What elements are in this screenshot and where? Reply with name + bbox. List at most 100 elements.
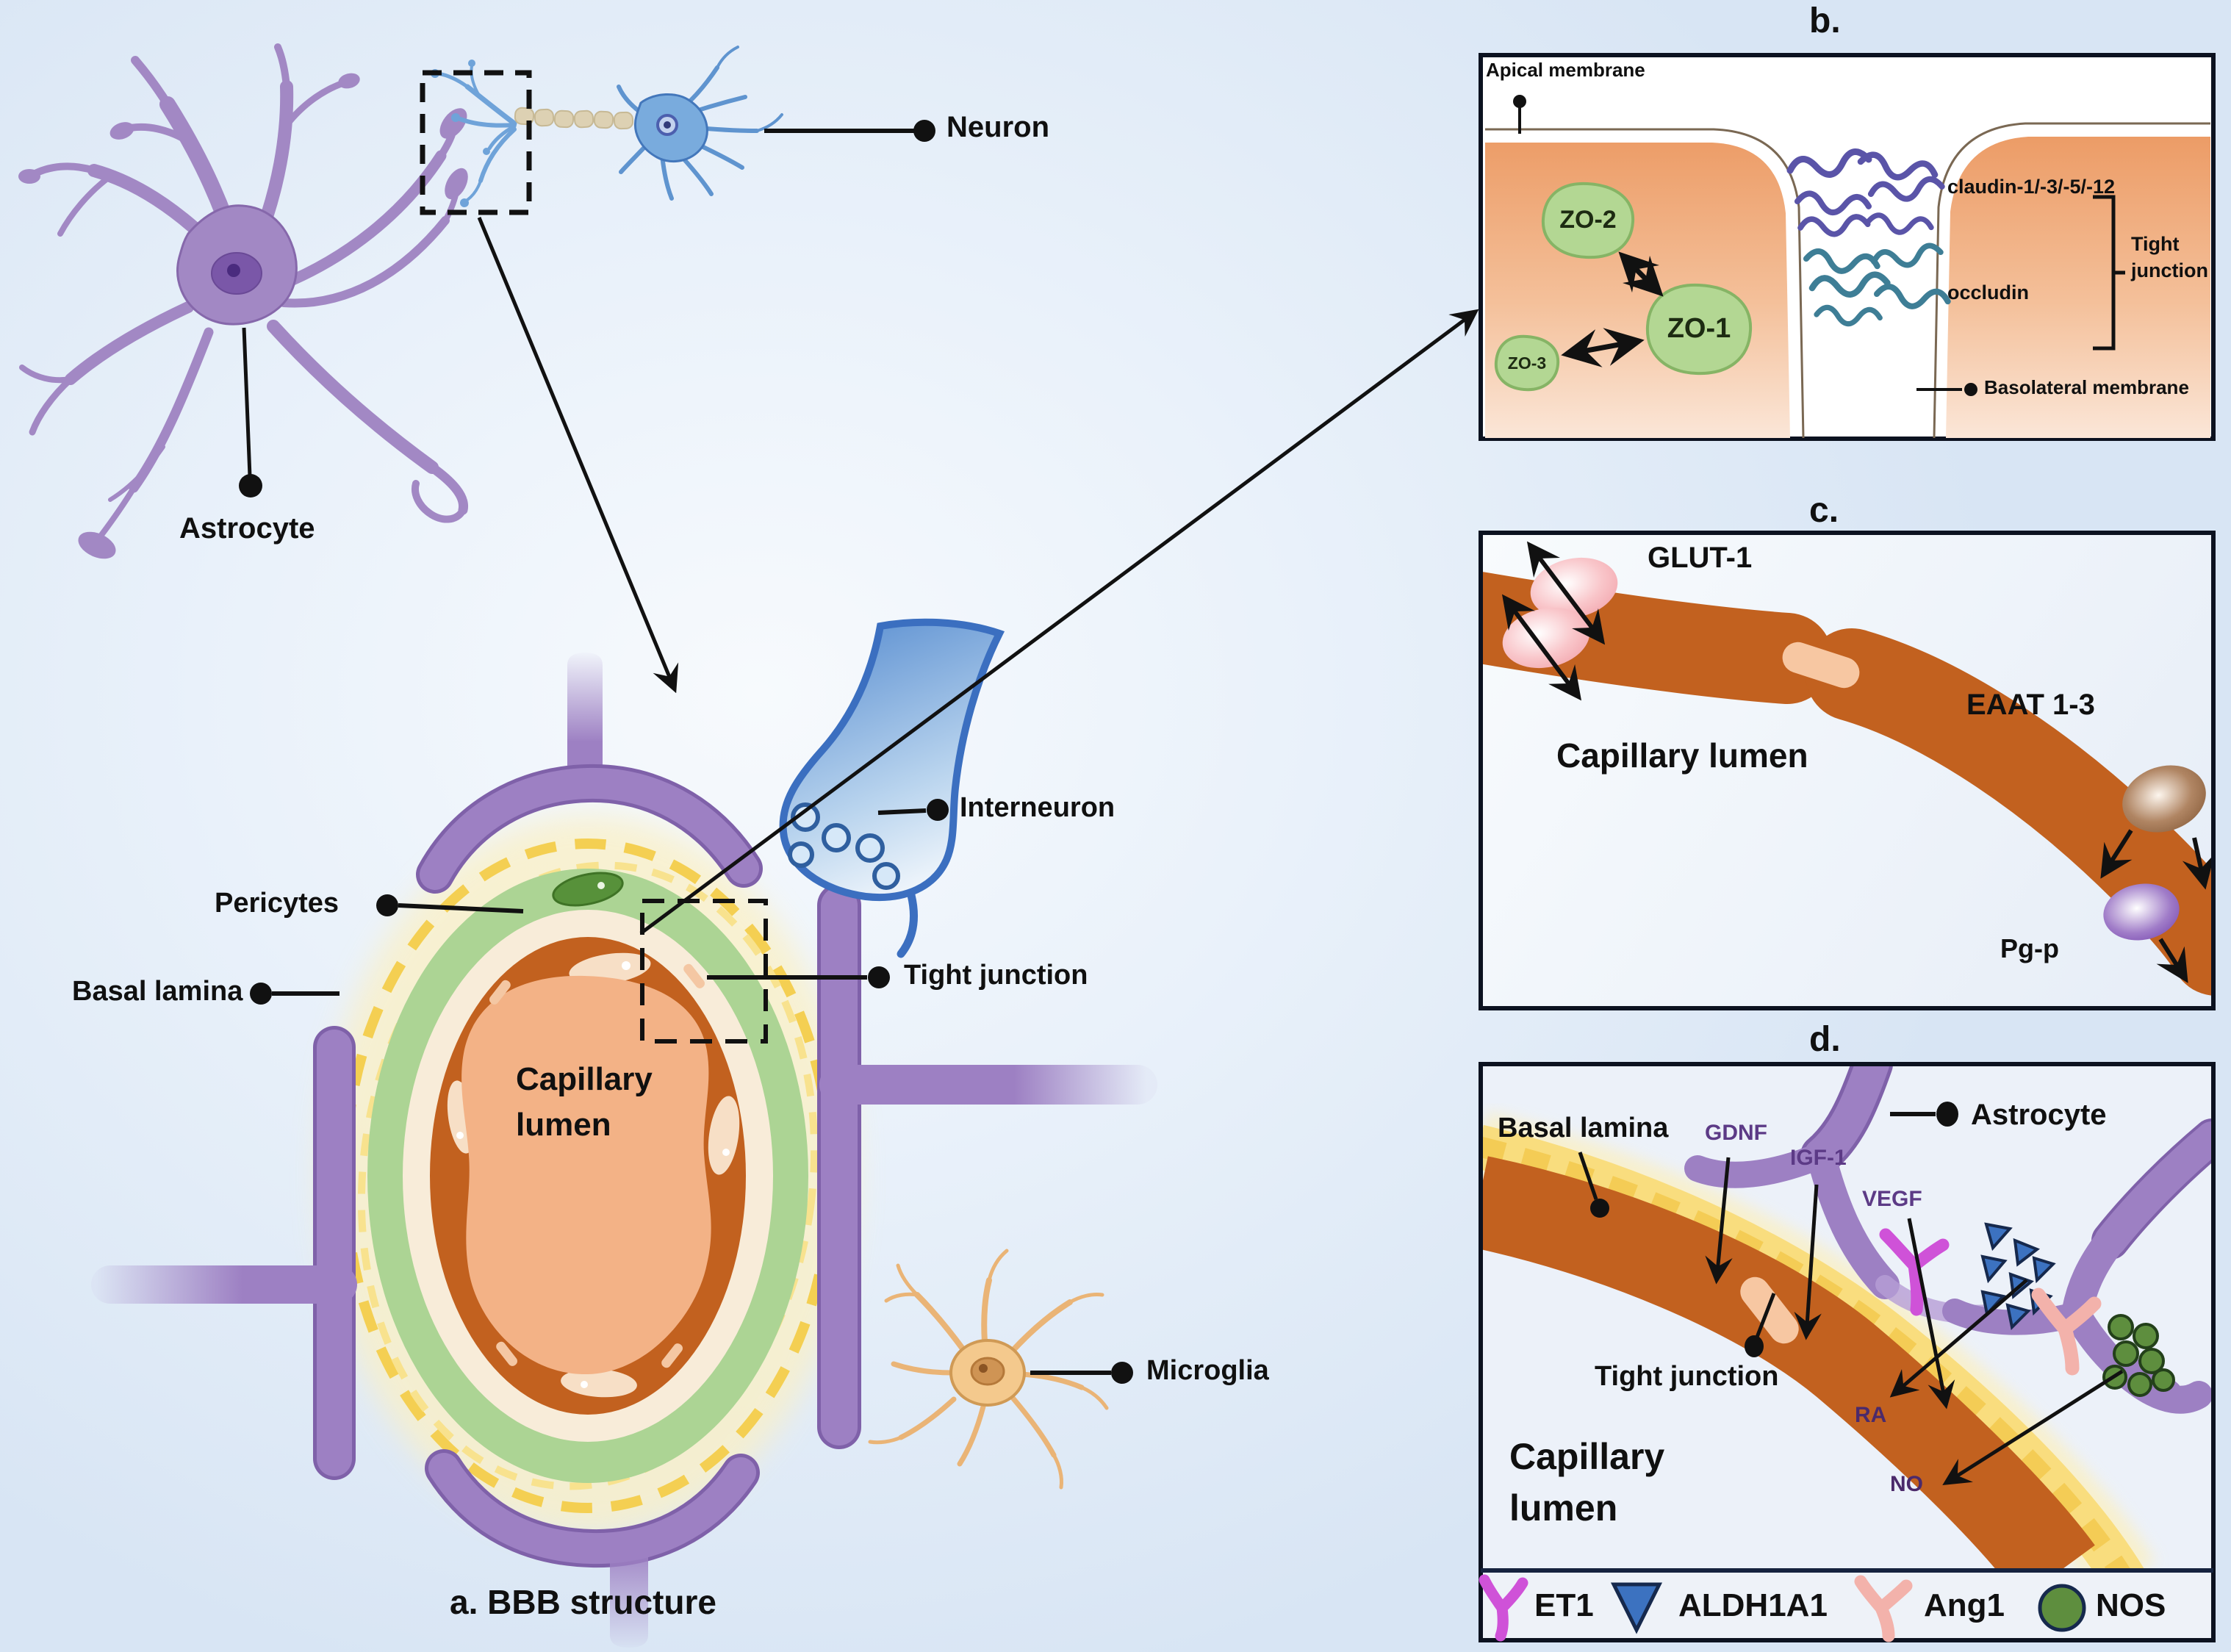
astrocyte-label-d: Astrocyte [1971, 1099, 2107, 1131]
neuron-illustration [431, 46, 783, 207]
aldh1a1-icon [1610, 1582, 1663, 1634]
neuron-label: Neuron [946, 111, 1049, 143]
astrocyte-label: Astrocyte [179, 512, 315, 545]
capillary-wall [1483, 1156, 2095, 1568]
zo3-label: ZO-3 [1507, 353, 1547, 373]
zo1-protein [1645, 283, 1753, 376]
basal-lamina-pin [1578, 1152, 1609, 1218]
igf1-label: IGF-1 [1790, 1146, 1847, 1170]
ang1-icon [2031, 1288, 2102, 1376]
tight-junction-gap [1740, 1276, 1799, 1344]
panel-d [1479, 1062, 2216, 1642]
basal-lamina-label-d: Basal lamina [1498, 1113, 1669, 1143]
arrow-zo3-zo1 [1561, 328, 1645, 367]
capillary-lumen-label-d-line2: lumen [1509, 1487, 1618, 1529]
glut1-label: GLUT-1 [1648, 542, 1753, 574]
basolateral-membrane-pin [1916, 383, 1977, 396]
zo3-protein [1494, 334, 1560, 392]
left-epithelial-cell [1485, 143, 1790, 438]
glut1-transport-arrow [1526, 541, 1606, 645]
arrow-zo2-zo1 [1618, 251, 1664, 297]
interneuron-leader-line [877, 799, 949, 821]
myelin-sheath [514, 107, 634, 130]
panel-c-title: c. [1809, 491, 1839, 530]
panel-a-title: a. BBB structure [450, 1583, 716, 1621]
zo-proteins [1494, 182, 1753, 392]
no-label: NO [1890, 1472, 1923, 1496]
panel-d-legend [1479, 1568, 2213, 1642]
capillary-lumen [461, 975, 711, 1375]
arrow-tight-junction-to-panel-b [639, 309, 1479, 935]
right-cell-membrane [1933, 122, 2210, 439]
interneuron-label: Interneuron [960, 792, 1116, 823]
gdnf-label: GDNF [1705, 1121, 1767, 1145]
capillary-lumen-label-line2: lumen [516, 1107, 611, 1143]
basal-lamina-label: Basal lamina [72, 976, 243, 1007]
tight-junction-gap [1782, 642, 1860, 689]
legend-label-ang1: Ang1 [1924, 1587, 2005, 1623]
arrow-synapse-to-capillary [477, 217, 679, 694]
tight-junction-dashed-box [640, 899, 768, 1044]
astrocyte-nucleus [211, 252, 262, 295]
claudin-label: claudin-1/-3/-5/-12 [1947, 176, 2116, 198]
capillary-lumen-label-line1: Capillary [516, 1061, 653, 1097]
ang1-icon [1854, 1575, 1913, 1642]
eaat-transporter [2100, 765, 2211, 890]
igf1-arrow [1794, 1184, 1822, 1340]
pericyte-nucleus [552, 872, 624, 907]
tight-junction-label-d: Tight junction [1595, 1361, 1779, 1392]
basolateral-membrane-label: Basolateral membrane [1984, 376, 2189, 398]
ra-arrow [1889, 1279, 2028, 1398]
nos-icon [2038, 1584, 2086, 1632]
pericytes-label: Pericytes [215, 888, 340, 919]
astrocyte-leader-line-d [1890, 1102, 1958, 1127]
apical-membrane-pin [1513, 95, 1526, 134]
microglia-illustration [868, 1249, 1109, 1490]
capillary-lumen-label-c: Capillary lumen [1556, 736, 1808, 775]
neuron-leader-line [764, 120, 935, 142]
signal-arrows [1705, 1157, 2124, 1486]
capillary-cross-section [322, 816, 854, 1536]
glut1-transporters [1501, 541, 1618, 701]
glut1-transport-arrow [1501, 594, 1582, 701]
tight-junction-bracket-label-line1: Tight [2131, 233, 2180, 255]
zo1-label: ZO-1 [1667, 313, 1731, 345]
capillary-lumen-label-d-line1: Capillary [1509, 1436, 1665, 1477]
interneuron-illustration [779, 618, 1005, 958]
tight-junction-notches [489, 963, 705, 1368]
tight-junction-bracket-label-line2: junction [2131, 259, 2208, 281]
vegf-arrow [1907, 1218, 1955, 1409]
legend-label-nos: NOS [2096, 1587, 2166, 1623]
eaat-label: EAAT 1-3 [1966, 689, 2095, 721]
astrocyte-leader-line [239, 327, 262, 498]
pericytes-leader-line [376, 894, 524, 916]
apical-membrane-label: Apical membrane [1486, 59, 1645, 81]
left-cell-membrane [1485, 128, 1805, 439]
pgp-transporter [2103, 883, 2188, 983]
et1-icon [1479, 1574, 1528, 1642]
microglia-leader-line [1030, 1362, 1133, 1384]
gdnf-arrow [1705, 1157, 1733, 1285]
astrocyte-illustration [18, 43, 469, 559]
tight-junction-bracket [2093, 195, 2125, 351]
zo2-protein [1541, 182, 1635, 259]
zo2-label: ZO-2 [1559, 206, 1617, 234]
tight-junction-pin-d [1745, 1293, 1776, 1357]
right-epithelial-cell [1946, 137, 2210, 438]
synaptic-vesicles [788, 802, 900, 890]
legend-label-et1: ET1 [1534, 1587, 1594, 1623]
tight-junction-leader-line [707, 966, 890, 988]
panel-d-title: d. [1809, 1020, 1841, 1059]
occludin-label: occludin [1947, 281, 2030, 304]
basal-lamina-leader-line [250, 983, 340, 1005]
panel-c [1479, 531, 2216, 1010]
ra-label: RA [1855, 1403, 1887, 1427]
no-arrow [1942, 1369, 2124, 1486]
legend-label-aldh1a1: ALDH1A1 [1678, 1587, 1828, 1623]
astrocyte-endfeet [91, 653, 1157, 1648]
panel-b-title: b. [1809, 1, 1841, 40]
panel-b [1479, 53, 2216, 441]
pgp-label: Pg-p [2000, 933, 2059, 963]
